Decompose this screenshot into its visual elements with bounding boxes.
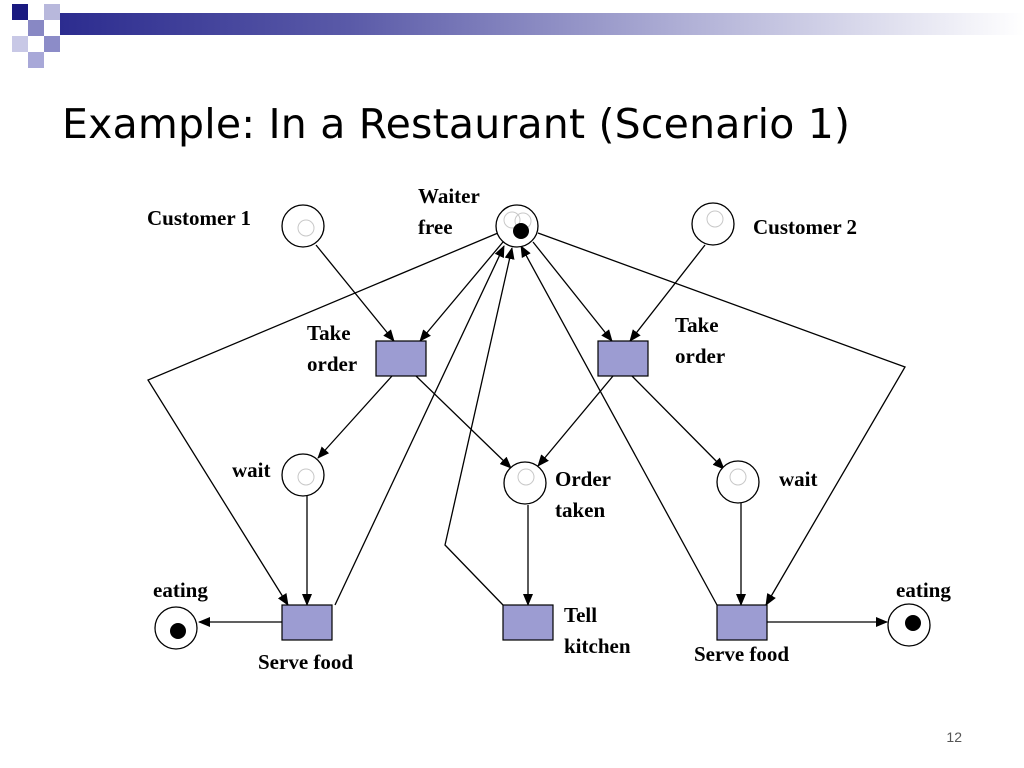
places [154,202,931,650]
transition-take-order-left [375,340,427,377]
ghost-ring [729,468,747,486]
label-take-order-left-line1: Take [307,321,351,345]
transition-tell-kitchen [502,604,554,641]
token [513,223,529,239]
label-take-order-right-line1: Take [675,313,719,337]
label-take-order-left-line2: order [307,352,357,376]
place-customer-2 [691,202,735,246]
arcs [147,232,906,627]
label-tell-kitchen-line1: Tell [564,603,597,627]
place-wait-right [716,460,760,504]
header-square [28,52,44,68]
label-customer-2: Customer 2 [753,215,857,239]
token [905,615,921,631]
page-number: 12 [946,729,962,745]
label-order-taken-line2: taken [555,498,605,522]
arc [444,247,515,606]
place-wait-left [281,453,325,497]
arc [532,241,613,342]
header-square [12,4,28,20]
label-take-order-right-line2: order [675,344,725,368]
place-customer-1 [281,204,325,248]
label-order-taken-line1: Order [555,467,611,491]
ghost-ring [706,210,724,228]
arc [537,232,906,606]
header-square [28,20,44,36]
arc [415,375,512,469]
token [170,623,186,639]
label-serve-food-left: Serve food [258,650,353,674]
arc [537,375,614,467]
label-tell-kitchen-line2: kitchen [564,634,631,658]
header-square [44,36,60,52]
arc [317,375,393,459]
transition-serve-food-left [281,604,333,641]
arc [147,232,499,606]
header-gradient-bar [60,13,1024,35]
header-square [12,36,28,52]
label-serve-food-right: Serve food [694,642,789,666]
label-waiter-free-line1: Waiter [418,184,480,208]
transitions [281,340,768,641]
ghost-ring [517,468,535,486]
label-eating-right: eating [896,578,951,602]
arc [629,244,706,342]
labels: Customer 1 Waiter free Customer 2 Take o… [147,184,951,674]
arc [631,375,725,470]
label-waiter-free-line2: free [418,215,453,239]
ghost-ring [297,468,315,486]
label-wait-right: wait [779,467,818,491]
arc [419,241,504,342]
slide-title: Example: In a Restaurant (Scenario 1) [62,100,851,148]
header-square [44,4,60,20]
arc [520,245,718,606]
tokens [170,223,921,639]
transition-take-order-right [597,340,649,377]
transition-serve-food-right [716,604,768,641]
ghost-ring [297,219,315,237]
label-wait-left: wait [232,458,271,482]
ghost-ring [503,211,521,229]
arc [334,245,505,606]
place-order-taken [503,461,547,505]
label-customer-1: Customer 1 [147,206,251,230]
label-eating-left: eating [153,578,208,602]
